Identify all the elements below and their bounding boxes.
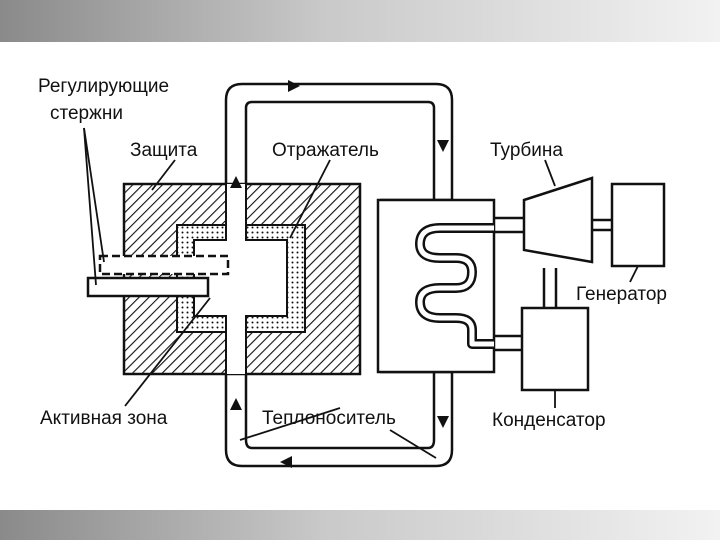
arrow-left-icon xyxy=(280,456,292,468)
arrow-up-icon xyxy=(230,398,242,410)
steam-generator xyxy=(376,198,496,374)
label-rods-line2: стержни xyxy=(50,103,123,124)
coolant-loop xyxy=(224,82,454,468)
flow-arrows xyxy=(230,80,449,468)
top-gradient-band xyxy=(0,0,720,42)
condenser xyxy=(520,306,590,392)
label-coolant: Теплоноситель xyxy=(262,408,396,429)
label-core: Активная зона xyxy=(40,408,168,429)
label-turbine: Турбина xyxy=(490,140,563,161)
label-reflector: Отражатель xyxy=(272,140,379,161)
label-condenser: Конденсатор xyxy=(492,410,606,431)
label-generator: Генератор xyxy=(576,284,667,305)
bottom-gradient-band xyxy=(0,510,720,540)
active-core xyxy=(193,239,288,317)
control-rods xyxy=(86,254,230,298)
arrow-down-icon xyxy=(437,140,449,152)
coolant-channels-in-shield xyxy=(225,184,247,374)
label-shield: Защита xyxy=(130,140,198,161)
arrow-down-icon xyxy=(437,416,449,428)
secondary-pipes xyxy=(494,216,612,352)
turbine xyxy=(522,176,594,264)
arrow-right-icon xyxy=(288,80,300,92)
leader-lines xyxy=(83,127,639,459)
label-rods-line1: Регулирующие xyxy=(38,76,169,97)
generator xyxy=(610,182,666,268)
arrow-up-icon xyxy=(230,176,242,188)
